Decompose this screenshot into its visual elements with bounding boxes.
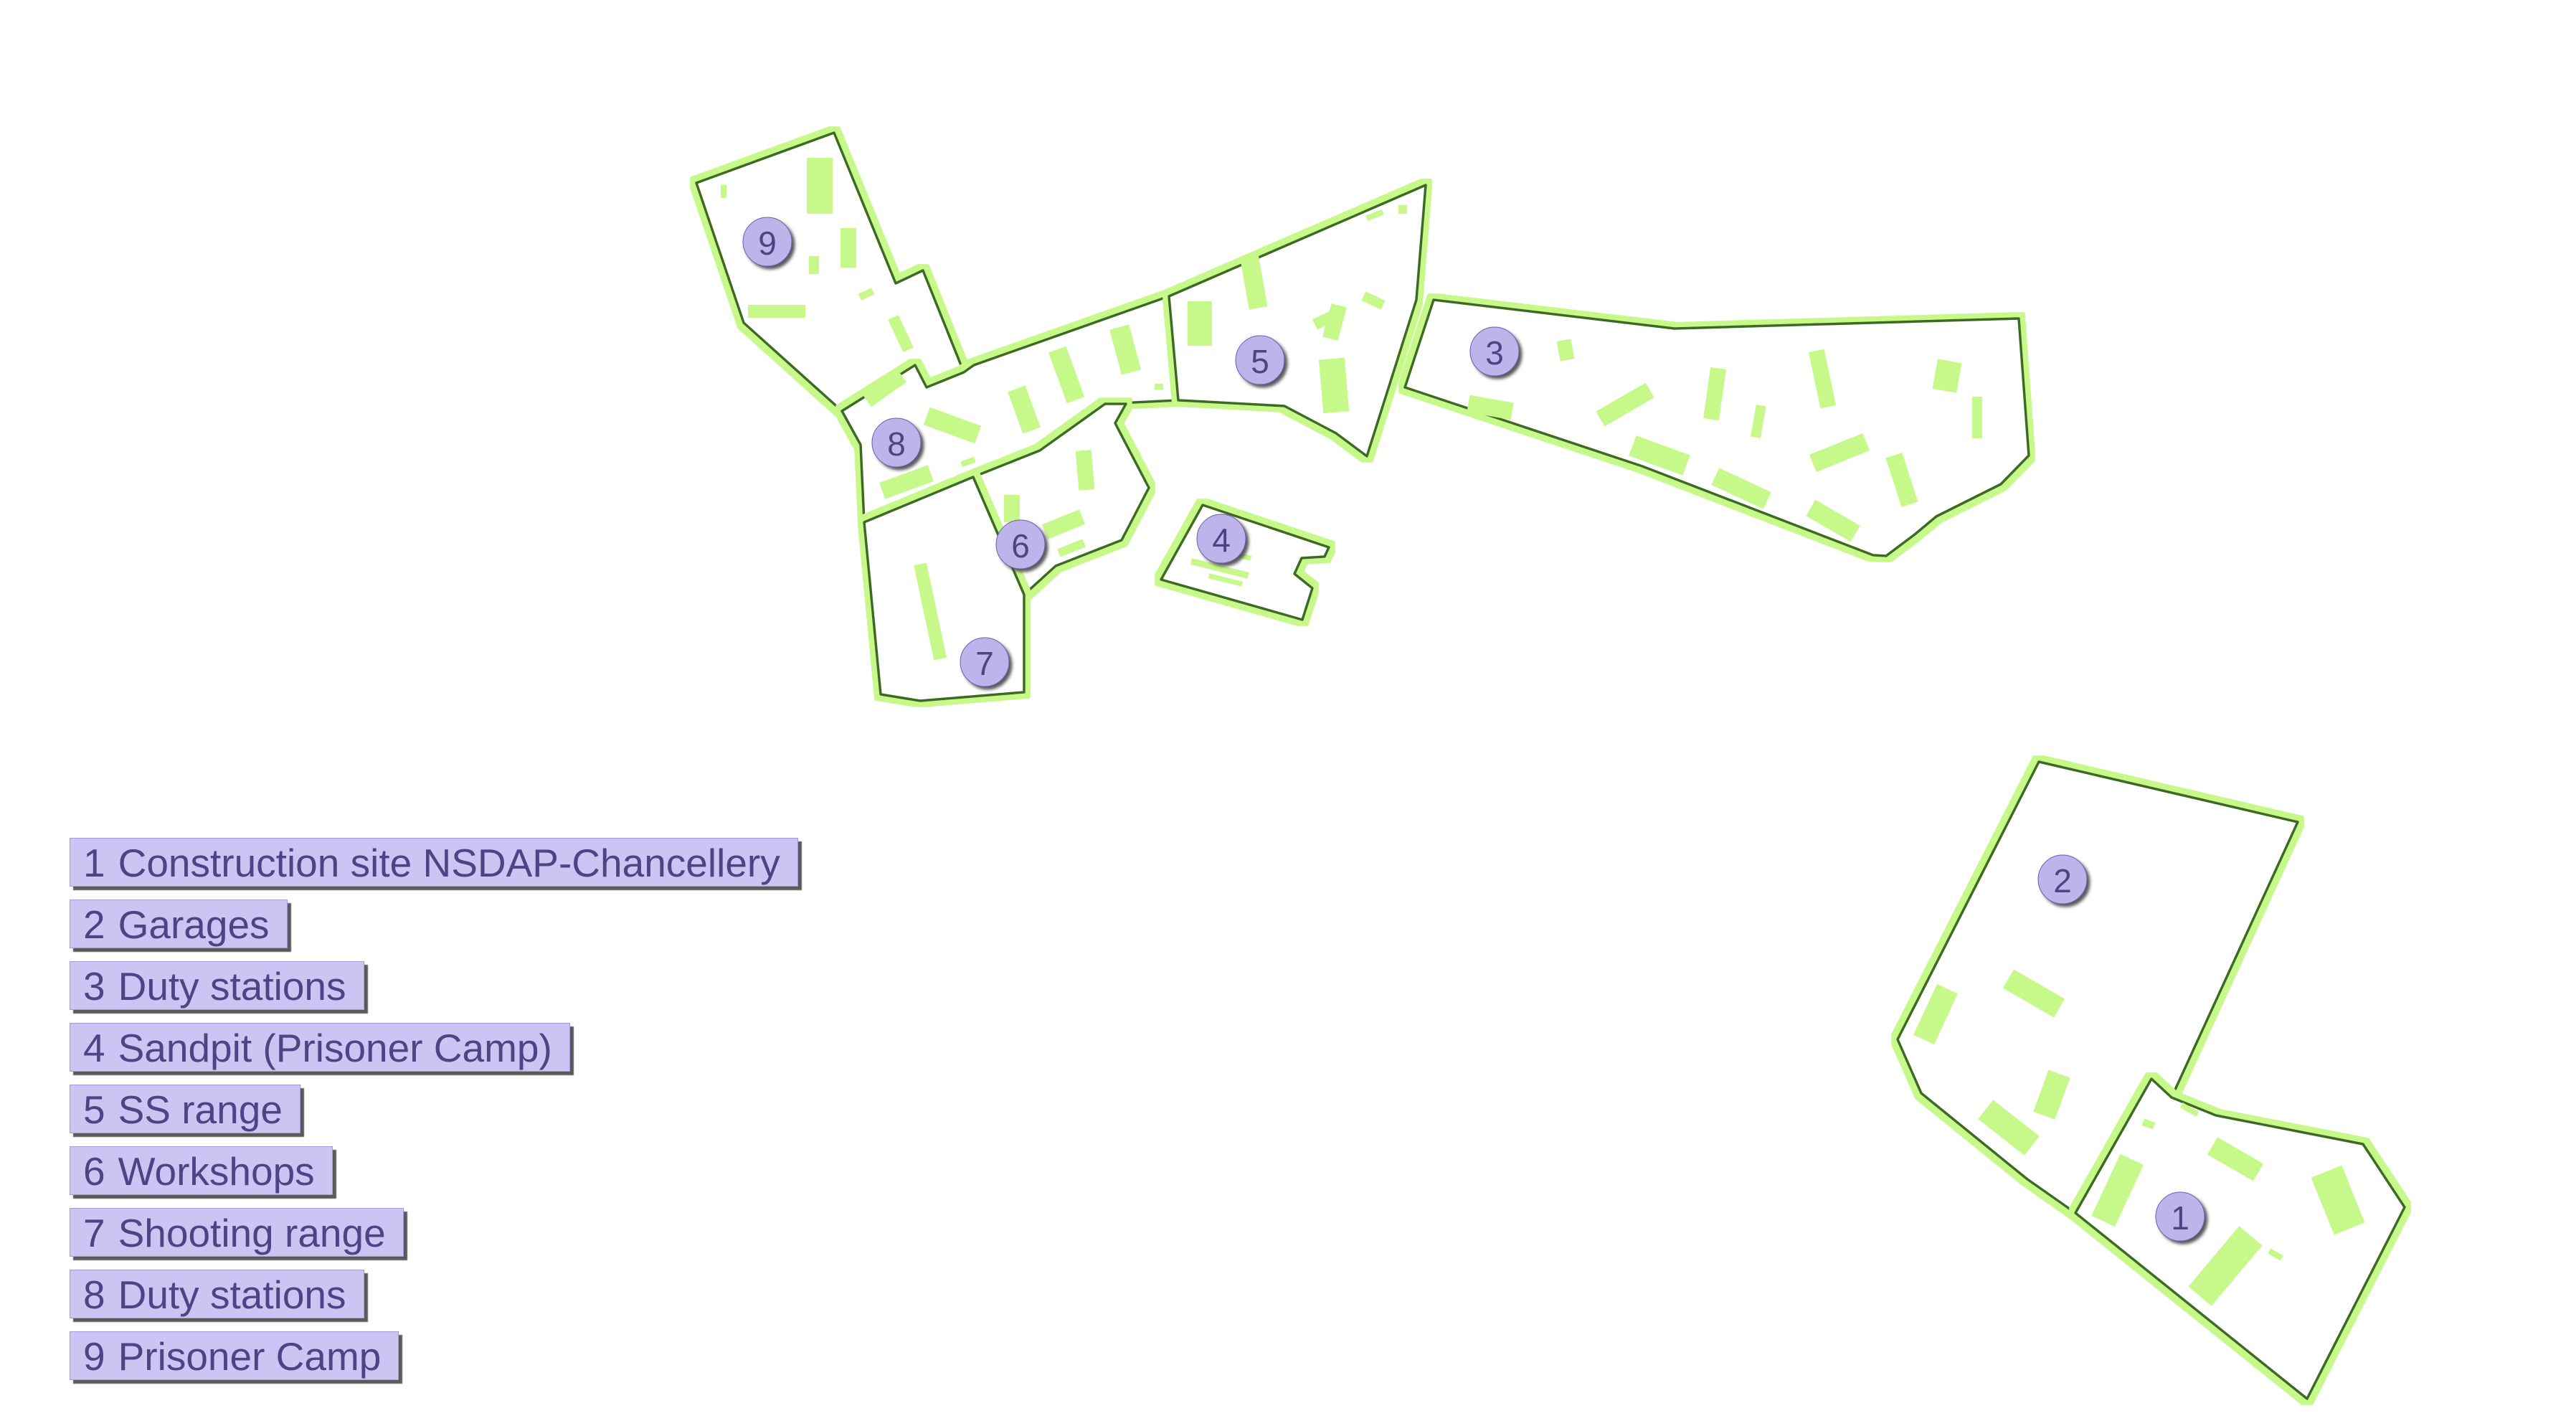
svg-text:2: 2 <box>2053 862 2072 899</box>
legend-number: 2 <box>83 902 105 947</box>
svg-text:6: 6 <box>1011 527 1030 565</box>
marker-2[interactable]: 2 <box>2037 854 2088 905</box>
svg-text:8: 8 <box>887 425 906 463</box>
marker-7[interactable]: 7 <box>960 637 1010 687</box>
legend-item-9: 9 Prisoner Camp <box>70 1331 399 1380</box>
legend-item-8: 8 Duty stations <box>70 1270 364 1318</box>
legend-item-3: 3 Duty stations <box>70 961 364 1010</box>
legend-item-2: 2 Garages <box>70 899 288 948</box>
legend-item-1: 1 Construction site NSDAP-Chancellery <box>70 838 798 887</box>
legend-number: 1 <box>83 841 105 885</box>
svg-text:3: 3 <box>1485 334 1504 372</box>
legend-label: Construction site NSDAP-Chancellery <box>118 841 780 885</box>
legend-label: Sandpit (Prisoner Camp) <box>118 1026 552 1070</box>
legend-item-4: 4 Sandpit (Prisoner Camp) <box>70 1023 570 1072</box>
svg-text:9: 9 <box>758 225 777 262</box>
legend-item-6: 6 Workshops <box>70 1146 333 1195</box>
svg-text:1: 1 <box>2171 1199 2189 1237</box>
zone-1-construction-site[interactable] <box>2074 1077 2406 1400</box>
legend-item-7: 7 Shooting range <box>70 1208 404 1257</box>
svg-text:4: 4 <box>1212 521 1231 559</box>
marker-9[interactable]: 9 <box>742 217 792 267</box>
legend-label: Workshops <box>118 1149 315 1194</box>
legend-number: 7 <box>83 1211 105 1255</box>
marker-5[interactable]: 5 <box>1235 335 1285 385</box>
legend-label: Prisoner Camp <box>118 1334 382 1379</box>
zone-4-sandpit[interactable] <box>1160 504 1330 621</box>
legend-label: Garages <box>118 902 270 947</box>
legend-number: 3 <box>83 964 105 1009</box>
marker-6[interactable]: 6 <box>995 519 1046 570</box>
legend-number: 9 <box>83 1334 105 1379</box>
marker-3[interactable]: 3 <box>1469 326 1520 377</box>
legend-number: 4 <box>83 1026 105 1070</box>
svg-text:7: 7 <box>975 645 994 682</box>
legend-number: 5 <box>83 1087 105 1132</box>
legend-item-5: 5 SS range <box>70 1085 300 1133</box>
zone-9-prisoner-camp[interactable] <box>695 131 965 412</box>
legend-label: SS range <box>118 1087 283 1132</box>
legend-number: 8 <box>83 1272 105 1317</box>
legend-label: Duty stations <box>118 1272 346 1317</box>
legend-label: Duty stations <box>118 964 346 1009</box>
marker-8[interactable]: 8 <box>871 417 922 468</box>
zone-5-ss-range[interactable] <box>1168 184 1427 458</box>
zone-3-duty-stations[interactable] <box>1403 298 2030 557</box>
svg-text:5: 5 <box>1251 343 1269 380</box>
marker-4[interactable]: 4 <box>1196 514 1246 564</box>
marker-1[interactable]: 1 <box>2155 1191 2205 1242</box>
legend-number: 6 <box>83 1149 105 1194</box>
legend-label: Shooting range <box>118 1211 386 1255</box>
